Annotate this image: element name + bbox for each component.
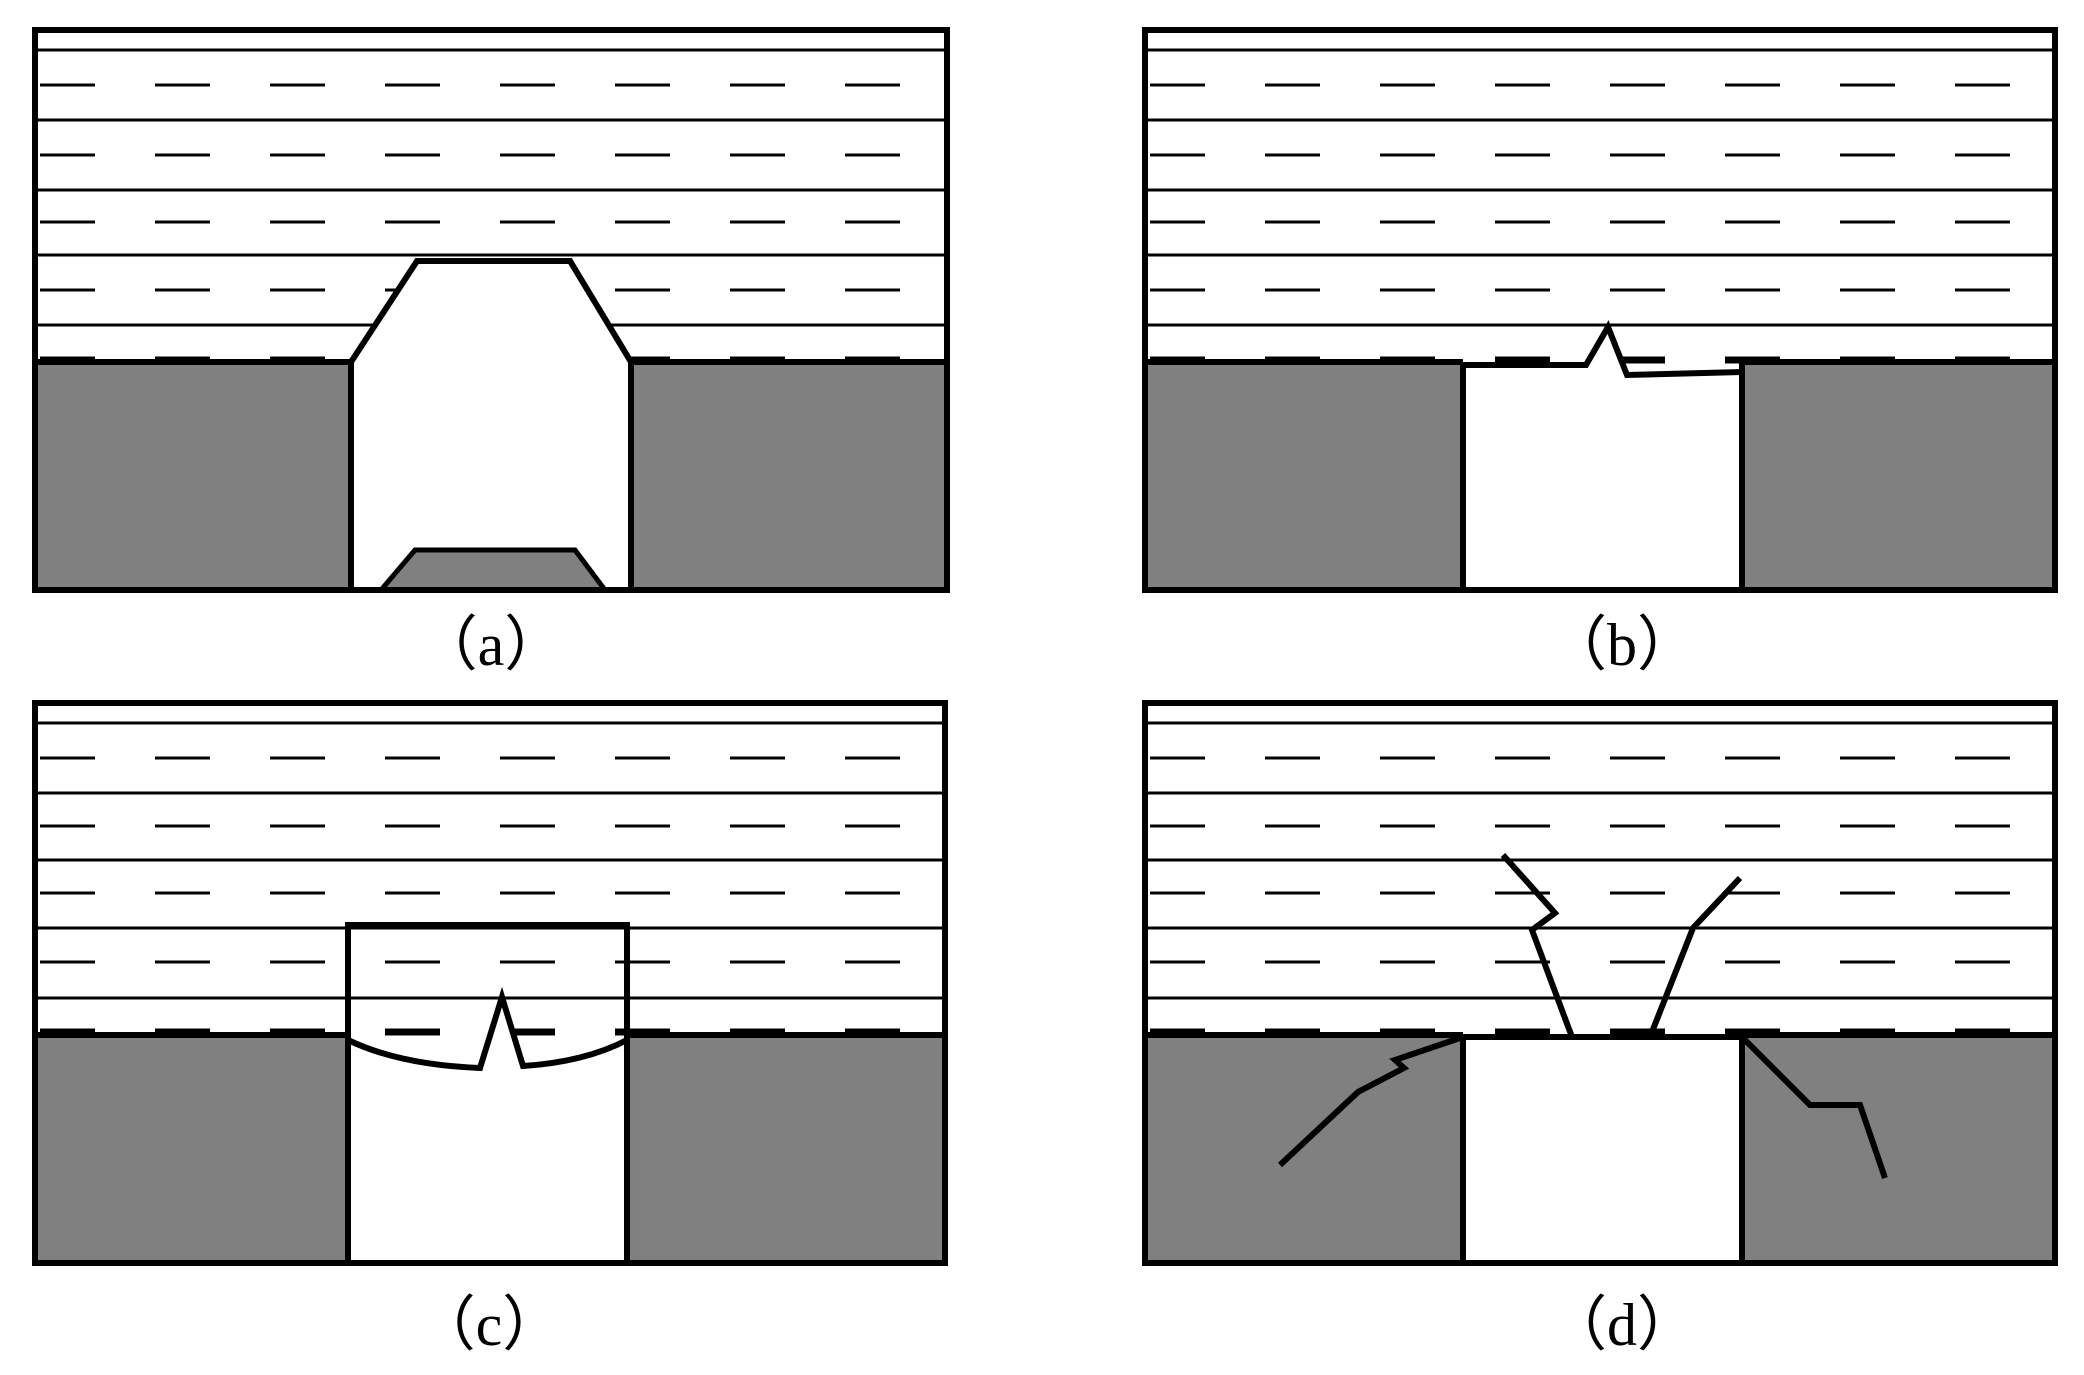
panel-c-caption: （c）	[416, 1292, 563, 1358]
panel-d-right-roof-fracture	[1647, 875, 1743, 1039]
panel-b-roof-crack	[1463, 320, 1743, 379]
panel-a-lower-left-rock	[35, 362, 351, 590]
panel-b-cavity	[1463, 327, 1742, 590]
panel-d-right-rock-fracture	[1739, 1034, 1888, 1179]
panel-c-strata	[35, 721, 945, 1036]
panel-c-lower-right-rock	[627, 1035, 945, 1263]
panel-c-frame	[32, 700, 948, 1266]
panel-d-frame	[1142, 700, 2058, 1266]
panel-c-arched-roof-crack	[346, 986, 629, 1072]
panel-b-strata	[1145, 48, 2055, 364]
panel-b-frame	[1142, 27, 2058, 593]
panel-a-caption: （a）	[418, 612, 565, 678]
panel-d-cavity	[1460, 1034, 1745, 1266]
panel-d-lower-right-rock	[1742, 1037, 2055, 1263]
panel-d: （d）	[1142, 700, 2058, 1358]
panel-c-failure-zone-outline	[345, 922, 630, 1263]
panel-d-caption: （d）	[1547, 1292, 1697, 1358]
panel-d-strata	[1145, 721, 2055, 1036]
panel-b-lower-left-rock	[1145, 362, 1463, 590]
panel-d-lower-left-rock	[1145, 1037, 1463, 1263]
panel-a-cavity	[351, 261, 631, 590]
panel-c-lower-left-rock	[35, 1035, 348, 1263]
panel-a: （a）	[32, 27, 950, 678]
panel-c: （c）	[32, 700, 948, 1358]
panel-a-frame	[32, 27, 950, 593]
panel-a-collapse-outline	[348, 258, 634, 590]
panel-b-lower-right-rock	[1742, 362, 2055, 590]
panel-a-lower-right-rock	[631, 362, 947, 590]
panel-a-rubble-pile	[375, 547, 610, 593]
panel-b-caption: （b）	[1547, 612, 1697, 678]
panel-b: （b）	[1142, 27, 2058, 678]
panel-d-left-rock-fracture	[1277, 1034, 1464, 1168]
panel-d-left-roof-fracture	[1500, 852, 1575, 1039]
